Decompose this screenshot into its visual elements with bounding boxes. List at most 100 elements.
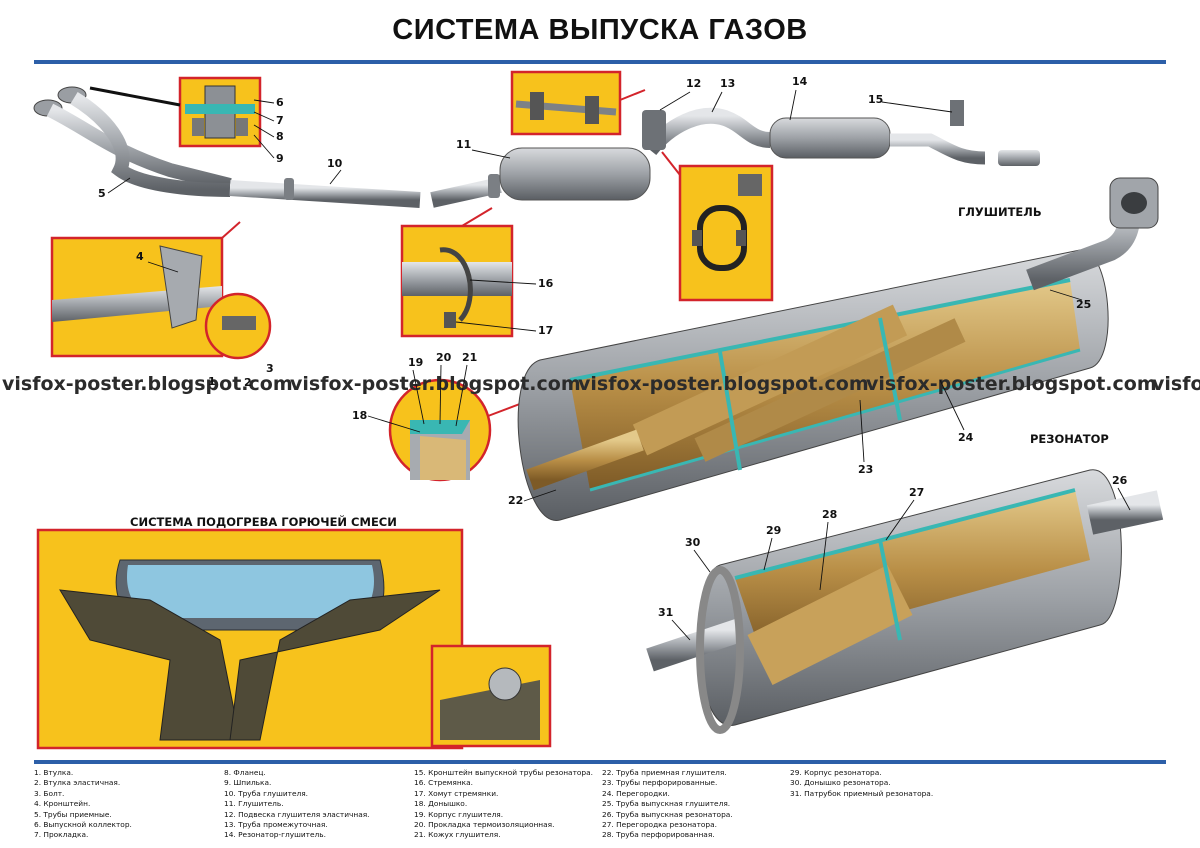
inset-suspension-detail: [661, 151, 774, 302]
pipe-clamp: [488, 174, 500, 198]
callout-1: 1: [208, 375, 216, 388]
legend-item: 23. Трубы перфорированные.: [602, 778, 718, 788]
callout-6: 6: [276, 96, 284, 109]
legend-item: 22. Труба приемная глушителя.: [602, 768, 727, 777]
legend-item: 25. Труба выпускная глушителя.: [602, 799, 731, 809]
legend-column: 1. Втулка. 2. Втулка эластичная. 3. Болт…: [34, 768, 132, 841]
legend-item: 2. Втулка эластичная.: [34, 778, 121, 788]
elastic-hanger: [642, 110, 666, 150]
resonator-cutaway: [646, 469, 1164, 734]
callout-22: 22: [508, 494, 523, 507]
resonator-muffler: [769, 117, 891, 159]
muffler-pipe: [229, 180, 421, 208]
callout-25: 25: [1076, 298, 1091, 311]
legend-item: 29. Корпус резонатора.: [790, 768, 882, 777]
callout-5: 5: [98, 187, 106, 200]
resonator-baffle: [878, 539, 902, 641]
legend-item: 8. Фланец.: [224, 768, 266, 777]
watermark: visfox-poster.blogspot.com: [578, 373, 869, 395]
legend-item: 16. Стремянка.: [414, 778, 474, 788]
legend: 1. Втулка. 2. Втулка эластичная. 3. Болт…: [34, 768, 1174, 844]
legend-item: 1. Втулка.: [34, 768, 74, 777]
callout-8: 8: [276, 130, 284, 143]
callout-29: 29: [766, 524, 781, 537]
heating-panel: [36, 528, 552, 750]
callout-2: 2: [244, 376, 252, 389]
legend-item: 14. Резонатор-глушитель.: [224, 830, 326, 840]
legend-item: 15. Кронштейн выпускной трубы резонатора…: [414, 768, 593, 777]
watermark: visfox-poster.blogspot.com: [2, 373, 293, 395]
legend-column: 15. Кронштейн выпускной трубы резонатора…: [414, 768, 593, 841]
legend-item: 26. Труба выпускная резонатора.: [602, 809, 733, 819]
callout-12: 12: [686, 77, 701, 90]
resonator-outlet: [1086, 490, 1164, 535]
muffler-section-label: ГЛУШИТЕЛЬ: [958, 205, 1042, 219]
front-pipe: [70, 92, 231, 197]
callout-30: 30: [685, 536, 701, 549]
callout-20: 20: [436, 351, 452, 364]
callout-21: 21: [462, 351, 477, 364]
callout-26: 26: [1112, 474, 1128, 487]
perforated-tubes: [632, 304, 966, 462]
resonator-inlet: [646, 618, 744, 672]
callouts: 1 2 3 4 5 6 7 8 9 10 11 12 13 14 15 16 1…: [98, 75, 1128, 619]
legend-item: 18. Донышко.: [414, 799, 468, 809]
muffler-cutaway: [517, 177, 1159, 521]
callout-19: 19: [408, 356, 423, 369]
legend-column: 8. Фланец. 9. Шпилька. 10. Труба глушите…: [224, 768, 370, 841]
leader-lines: [107, 89, 1131, 641]
inset-flange-detail: [89, 76, 262, 148]
resonator-bracket: [950, 100, 964, 126]
heating-section-label: СИСТЕМА ПОДОГРЕВА ГОРЮЧЕЙ СМЕСИ: [130, 514, 397, 529]
legend-item: 10. Труба глушителя.: [224, 788, 309, 798]
legend-item: 27. Перегородка резонатора.: [602, 819, 717, 829]
callout-3: 3: [266, 362, 274, 375]
muffler-body: [499, 147, 651, 201]
watermark: visfox-poster.blogspot.com: [866, 373, 1157, 395]
callout-11: 11: [456, 138, 471, 151]
legend-item: 21. Кожух глушителя.: [414, 830, 501, 840]
legend-item: 6. Выпускной коллектор.: [34, 819, 132, 829]
callout-18: 18: [352, 409, 367, 422]
legend-item: 28. Труба перфорированная.: [602, 830, 715, 840]
callout-17: 17: [538, 324, 553, 337]
inset-clamp-detail: [400, 207, 514, 338]
legend-column: 29. Корпус резонатора. 30. Донышко резон…: [790, 768, 933, 799]
exhaust-line: [33, 86, 1040, 208]
callout-10: 10: [327, 157, 343, 170]
front-pipe: [46, 103, 232, 192]
poster-title: СИСТЕМА ВЫПУСКА ГАЗОВ: [392, 14, 808, 46]
legend-item: 13. Труба промежуточная.: [224, 819, 328, 829]
legend-item: 31. Патрубок приемный резонатора.: [790, 788, 934, 798]
tail-pipe: [890, 133, 986, 165]
callout-13: 13: [720, 77, 735, 90]
callout-7: 7: [276, 114, 284, 127]
top-rule: [34, 60, 1166, 64]
legend-item: 19. Корпус глушителя.: [414, 809, 504, 819]
legend-item: 11. Глушитель.: [224, 799, 284, 809]
watermark: visfox-poster.blogspot.com: [290, 373, 581, 395]
legend-item: 7. Прокладка.: [34, 830, 89, 840]
callout-14: 14: [792, 75, 808, 88]
legend-item: 20. Прокладка термоизоляционная.: [414, 819, 555, 829]
legend-item: 9. Шпилька.: [224, 778, 272, 788]
legend-item: 3. Болт.: [34, 788, 65, 798]
callout-15: 15: [868, 93, 883, 106]
muffler-inlet-pipe: [526, 429, 644, 491]
perforated-tube: [747, 564, 913, 686]
bottom-rule: [34, 760, 1166, 764]
callout-24: 24: [958, 431, 974, 444]
callout-28: 28: [822, 508, 837, 521]
legend-item: 30. Донышко резонатора.: [790, 778, 891, 788]
baffle: [878, 317, 902, 421]
baffle: [718, 351, 742, 471]
watermark-partial: visfox: [1152, 373, 1200, 395]
callout-4: 4: [136, 250, 144, 263]
inset-bracket-detail: [50, 221, 272, 360]
legend-item: 24. Перегородки.: [602, 788, 670, 798]
legend-item: 5. Трубы приемные.: [34, 809, 112, 819]
resonator-section-label: РЕЗОНАТОР: [1030, 432, 1109, 446]
callout-16: 16: [538, 277, 554, 290]
intermediate-pipe: [643, 107, 771, 156]
